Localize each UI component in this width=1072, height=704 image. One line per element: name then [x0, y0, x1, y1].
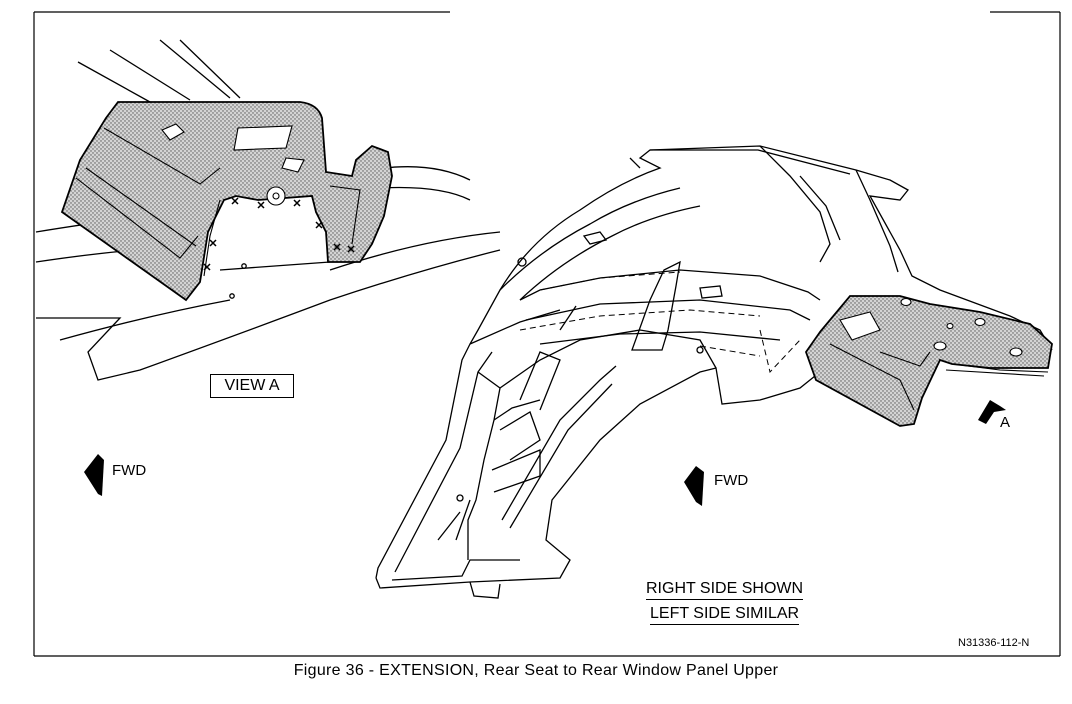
drawing-number: N31336-112-N — [958, 637, 1030, 649]
main-view-pillar-outline — [375, 145, 1053, 579]
view-a-panel-details — [75, 123, 361, 277]
side-note-line1: RIGHT SIDE SHOWN — [646, 580, 804, 600]
view-a-label: VIEW A — [210, 374, 294, 398]
view-a-detail — [35, 39, 501, 381]
view-a-body-lines — [35, 39, 501, 381]
main-view-fwd-label: FWD — [714, 472, 749, 489]
main-view-assembly — [375, 145, 1053, 599]
main-view-extension-panel — [804, 295, 1053, 427]
view-arrow-label: A — [1000, 414, 1011, 431]
figure-frame — [33, 11, 1061, 657]
view-a-extension-panel — [60, 101, 393, 302]
view-a-weld-marks — [203, 197, 355, 271]
view-a-fwd-label: FWD — [112, 462, 147, 479]
side-note-line2: LEFT SIDE SIMILAR — [650, 605, 800, 625]
view-direction-arrow-icon — [978, 400, 1006, 424]
fwd-arrow-icon — [684, 466, 704, 506]
fwd-arrow-icon — [84, 454, 104, 496]
figure-caption: Figure 36 - EXTENSION, Rear Seat to Rear… — [293, 662, 779, 679]
